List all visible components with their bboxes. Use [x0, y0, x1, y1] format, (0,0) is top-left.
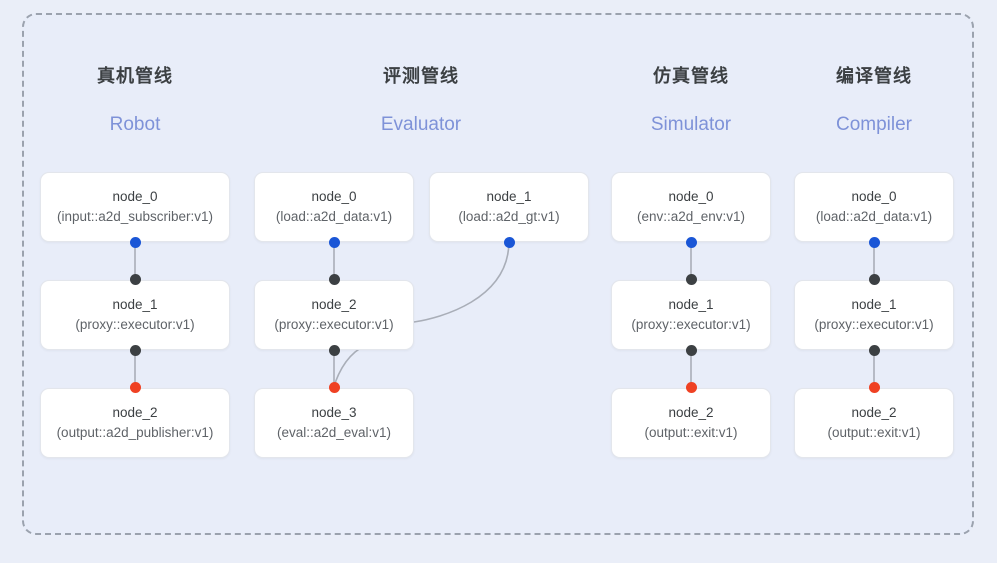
node-subtitle: (output::a2d_publisher:v1)	[56, 425, 214, 440]
port-terminal-evaluator-3[interactable]	[328, 381, 340, 393]
column-header-simulator: 仿真管线 Simulator	[611, 62, 771, 136]
node-title: node_1	[112, 297, 158, 312]
node-compiler-0[interactable]: node_0 (load::a2d_data:v1)	[794, 172, 954, 242]
node-subtitle: (proxy::executor:v1)	[814, 317, 934, 332]
column-title-zh-simulator: 仿真管线	[653, 66, 729, 86]
column-title-en-robot: Robot	[109, 114, 161, 135]
node-subtitle: (output::exit:v1)	[827, 425, 921, 440]
node-subtitle: (load::a2d_gt:v1)	[458, 209, 560, 224]
port-terminal-robot-2[interactable]	[129, 381, 141, 393]
node-subtitle: (proxy::executor:v1)	[274, 317, 394, 332]
node-subtitle: (load::a2d_data:v1)	[815, 209, 933, 224]
node-title: node_2	[668, 405, 714, 420]
node-simulator-2[interactable]: node_2 (output::exit:v1)	[611, 388, 771, 458]
node-subtitle: (load::a2d_data:v1)	[275, 209, 393, 224]
node-simulator-0[interactable]: node_0 (env::a2d_env:v1)	[611, 172, 771, 242]
column-title-en-simulator: Simulator	[650, 114, 732, 135]
port-input-evaluator-2[interactable]	[328, 273, 340, 285]
column-header-compiler: 编译管线 Compiler	[794, 62, 954, 136]
port-output-evaluator-0[interactable]	[328, 236, 340, 248]
port-output-compiler-1[interactable]	[868, 344, 880, 356]
port-output-evaluator-1-gt[interactable]	[503, 236, 515, 248]
port-output-simulator-1[interactable]	[685, 344, 697, 356]
node-robot-0[interactable]: node_0 (input::a2d_subscriber:v1)	[40, 172, 230, 242]
node-title: node_1	[851, 297, 897, 312]
node-title: node_1	[668, 297, 714, 312]
column-title-en-compiler: Compiler	[835, 114, 913, 135]
column-title-zh-compiler: 编译管线	[836, 66, 912, 86]
column-title-en-evaluator: Evaluator	[380, 114, 462, 135]
port-output-robot-0[interactable]	[129, 236, 141, 248]
node-title: node_0	[112, 189, 158, 204]
node-evaluator-1-gt[interactable]: node_1 (load::a2d_gt:v1)	[429, 172, 589, 242]
port-input-robot-1[interactable]	[129, 273, 141, 285]
node-title: node_2	[112, 405, 158, 420]
node-robot-2[interactable]: node_2 (output::a2d_publisher:v1)	[40, 388, 230, 458]
column-title-zh-evaluator: 评测管线	[383, 66, 459, 86]
port-output-compiler-0[interactable]	[868, 236, 880, 248]
node-robot-1[interactable]: node_1 (proxy::executor:v1)	[40, 280, 230, 350]
node-subtitle: (input::a2d_subscriber:v1)	[56, 209, 214, 224]
node-title: node_0	[851, 189, 897, 204]
column-header-robot: 真机管线 Robot	[55, 62, 215, 136]
node-compiler-1[interactable]: node_1 (proxy::executor:v1)	[794, 280, 954, 350]
column-header-evaluator: 评测管线 Evaluator	[341, 62, 501, 136]
node-title: node_0	[668, 189, 714, 204]
node-subtitle: (output::exit:v1)	[644, 425, 738, 440]
node-title: node_3	[311, 405, 357, 420]
node-subtitle: (eval::a2d_eval:v1)	[276, 425, 392, 440]
node-evaluator-2[interactable]: node_2 (proxy::executor:v1)	[254, 280, 414, 350]
node-simulator-1[interactable]: node_1 (proxy::executor:v1)	[611, 280, 771, 350]
node-title: node_1	[486, 189, 532, 204]
node-title: node_2	[311, 297, 357, 312]
port-input-simulator-1[interactable]	[685, 273, 697, 285]
node-title: node_2	[851, 405, 897, 420]
node-title: node_0	[311, 189, 357, 204]
port-output-simulator-0[interactable]	[685, 236, 697, 248]
port-terminal-simulator-2[interactable]	[685, 381, 697, 393]
port-output-robot-1[interactable]	[129, 344, 141, 356]
node-subtitle: (proxy::executor:v1)	[75, 317, 195, 332]
port-terminal-compiler-2[interactable]	[868, 381, 880, 393]
node-subtitle: (proxy::executor:v1)	[631, 317, 751, 332]
node-compiler-2[interactable]: node_2 (output::exit:v1)	[794, 388, 954, 458]
port-input-compiler-1[interactable]	[868, 273, 880, 285]
port-output-evaluator-2[interactable]	[328, 344, 340, 356]
node-evaluator-3[interactable]: node_3 (eval::a2d_eval:v1)	[254, 388, 414, 458]
column-title-zh-robot: 真机管线	[97, 66, 173, 86]
node-evaluator-0[interactable]: node_0 (load::a2d_data:v1)	[254, 172, 414, 242]
node-subtitle: (env::a2d_env:v1)	[636, 209, 746, 224]
